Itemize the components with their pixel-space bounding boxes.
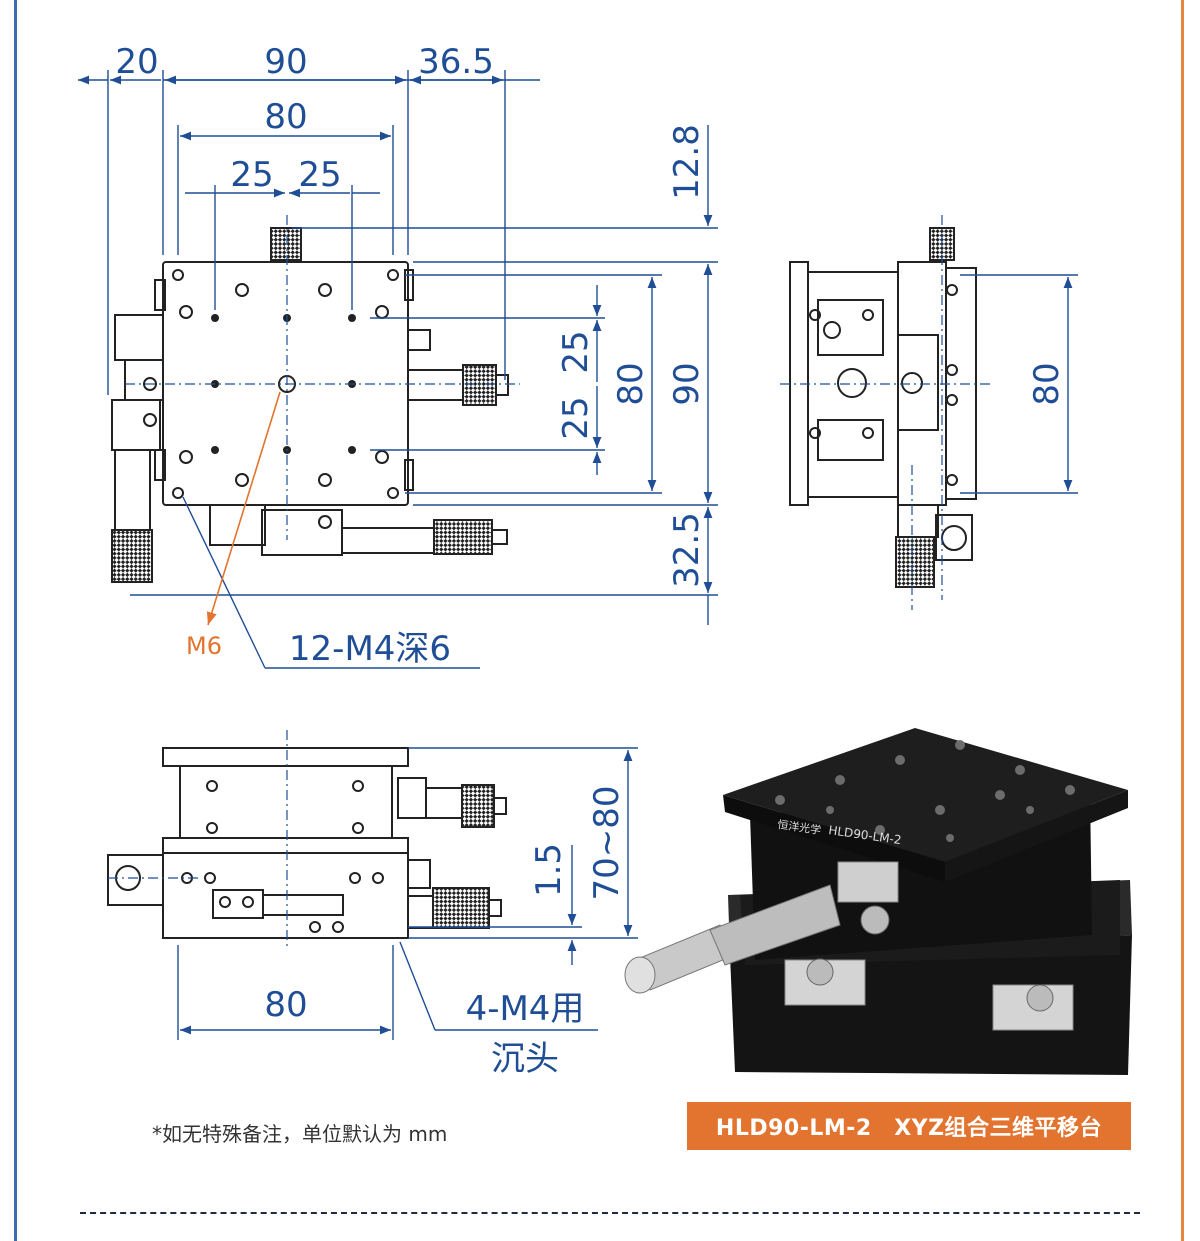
- front-dim-70-80: 70~80: [587, 785, 627, 900]
- unit-note: *如无特殊备注，单位默认为 mm: [152, 1122, 448, 1146]
- front-dim-1-5: 1.5: [529, 843, 569, 897]
- side-view: [789, 227, 977, 588]
- front-dim-bottom-80: 80: [264, 985, 307, 1025]
- side-dim-80: 80: [1027, 362, 1067, 405]
- dim-top-36-5: 36.5: [418, 42, 494, 82]
- dim-right-12-8: 12.8: [667, 124, 707, 200]
- photo-brand-text: 恒洋光学: [777, 817, 823, 837]
- dim-right-32-5: 32.5: [667, 512, 707, 588]
- product-badge: HLD90-LM-2 XYZ组合三维平移台: [687, 1102, 1131, 1150]
- dim-top-20: 20: [115, 42, 158, 82]
- dim-right-90: 90: [667, 362, 707, 405]
- label-bottom-holes-line1: 4-M4用: [466, 989, 585, 1029]
- dim-right-25-b: 25: [556, 396, 596, 439]
- label-holes: 12-M4深6: [289, 629, 451, 669]
- label-bottom-holes-line2: 沉头: [491, 1039, 559, 1079]
- dim-top-25-right: 25: [298, 155, 341, 195]
- dim-top-90: 90: [264, 42, 307, 82]
- right-border-line: [1181, 0, 1184, 1241]
- dim-right-25-a: 25: [556, 330, 596, 373]
- dim-top-80: 80: [264, 97, 307, 137]
- left-border-line: [14, 0, 17, 1241]
- dim-top-25-left: 25: [230, 155, 273, 195]
- front-view: [107, 747, 507, 939]
- label-m6: M6: [186, 632, 222, 660]
- product-photo: 恒洋光学 HLD90-LM-2: [624, 728, 1132, 1075]
- dim-right-80: 80: [611, 362, 651, 405]
- footer-divider: [80, 1212, 1140, 1214]
- top-view: [111, 227, 509, 583]
